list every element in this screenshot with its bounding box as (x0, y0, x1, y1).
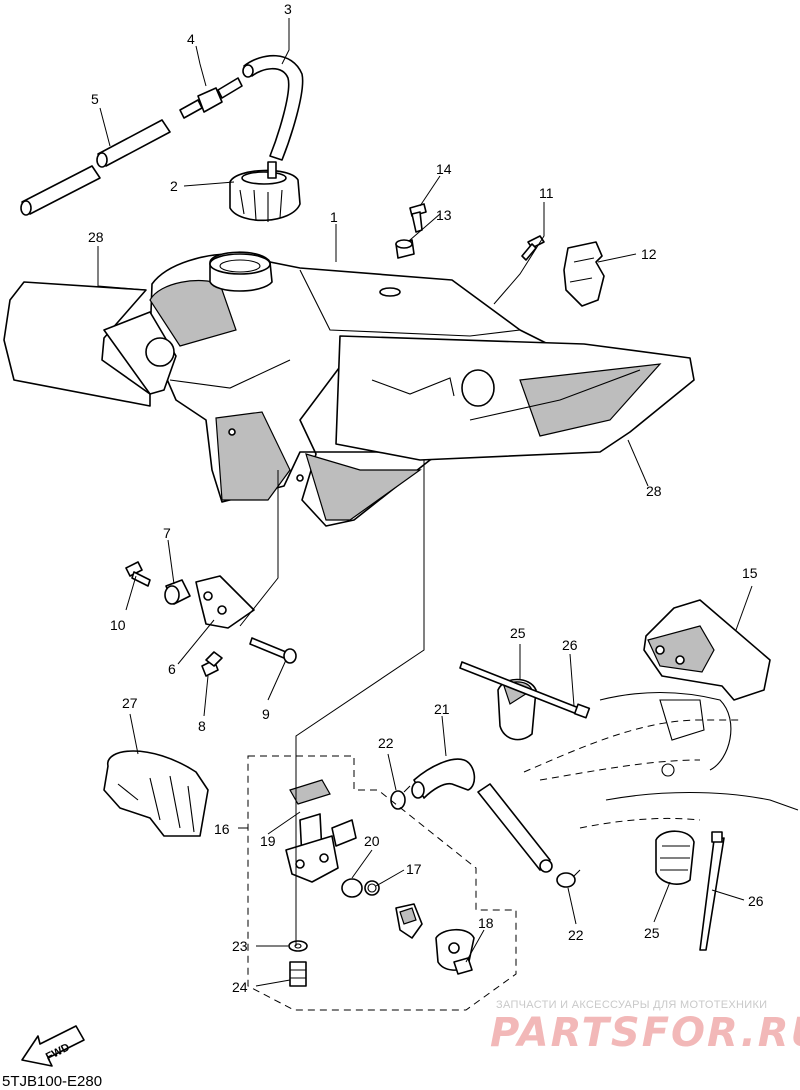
fuel-cock-19 (285, 779, 357, 883)
frame-outline (523, 691, 799, 829)
callout-4: 4 (187, 31, 195, 47)
callout-12: 12 (641, 246, 657, 262)
callout-10: 10 (110, 617, 126, 633)
tie-26-upper (459, 661, 591, 719)
callout-17: 17 (406, 861, 422, 877)
bolt-8 (201, 651, 223, 677)
breather-hose (20, 119, 171, 216)
callout-27: 27 (122, 695, 138, 711)
bolt-10 (125, 561, 151, 587)
o-ring-17 (364, 880, 380, 896)
watermark: ЗАПЧАСТИ И АКСЕССУАРЫ ДЛЯ МОТОТЕХНИКИ PA… (490, 999, 800, 1056)
callout-6: 6 (168, 661, 176, 677)
tank-cover-right (335, 335, 695, 461)
callout-23: 23 (232, 938, 248, 954)
watermark-tagline: ЗАПЧАСТИ И АКСЕССУАРЫ ДЛЯ МОТОТЕХНИКИ (496, 999, 767, 1011)
callout-26-upper: 26 (562, 637, 578, 653)
callout-9: 9 (262, 706, 270, 722)
fuel-cock-assembly-outline (247, 755, 517, 1011)
clamp-12 (563, 241, 605, 307)
callout-2: 2 (170, 178, 178, 194)
callout-24: 24 (232, 979, 248, 995)
check-valve (179, 77, 243, 119)
breather-pipe (242, 54, 304, 161)
callout-19: 19 (260, 833, 276, 849)
tank-cover-left (3, 281, 177, 407)
callout-labels: 1 2 3 4 5 6 7 8 9 10 11 12 13 14 15 16 1… (88, 1, 764, 995)
connector-lines (239, 460, 425, 946)
callout-1: 1 (330, 209, 338, 225)
callout-28-left: 28 (88, 229, 104, 245)
callout-16: 16 (214, 821, 230, 837)
clip-22-lower (556, 869, 581, 888)
fuel-cap (229, 161, 301, 222)
fuel-tank (149, 251, 577, 527)
clip-22-upper (390, 785, 411, 810)
callout-15: 15 (742, 565, 758, 581)
screw-18 (453, 957, 473, 975)
callout-22-upper: 22 (378, 735, 394, 751)
damper-7 (164, 579, 191, 605)
bolt-11 (521, 235, 545, 261)
callout-3: 3 (284, 1, 292, 17)
callout-21: 21 (434, 701, 450, 717)
fwd-arrow: FWD (21, 1025, 85, 1067)
callout-18: 18 (478, 915, 494, 931)
callout-8: 8 (198, 718, 206, 734)
guard-27 (103, 750, 209, 837)
callout-13: 13 (436, 207, 452, 223)
tie-26-lower (699, 831, 725, 951)
bolt-24 (289, 961, 307, 987)
fuel-hose-21 (411, 758, 553, 873)
callout-22-lower: 22 (568, 927, 584, 943)
callout-25-lower: 25 (644, 925, 660, 941)
drawing-code: 5TJB100-E280 (2, 1073, 102, 1090)
lever-knob (395, 903, 423, 939)
collar-13 (395, 239, 415, 259)
washer-23 (288, 940, 308, 952)
callout-25-upper: 25 (510, 625, 526, 641)
leader-lines (97, 18, 753, 987)
callout-7: 7 (163, 525, 171, 541)
bolt-9 (249, 637, 297, 664)
callout-28-right: 28 (646, 483, 662, 499)
bracket-6 (195, 575, 255, 629)
watermark-brand: PARTSFOR.RU (490, 1010, 800, 1056)
callout-5: 5 (91, 91, 99, 107)
callout-20: 20 (364, 833, 380, 849)
filter-20 (341, 878, 363, 898)
band-25-lower (655, 830, 695, 885)
callout-11: 11 (539, 185, 554, 201)
callout-14: 14 (436, 161, 452, 177)
bracket-assembly-15 (643, 599, 771, 701)
callout-26-lower: 26 (748, 893, 764, 909)
